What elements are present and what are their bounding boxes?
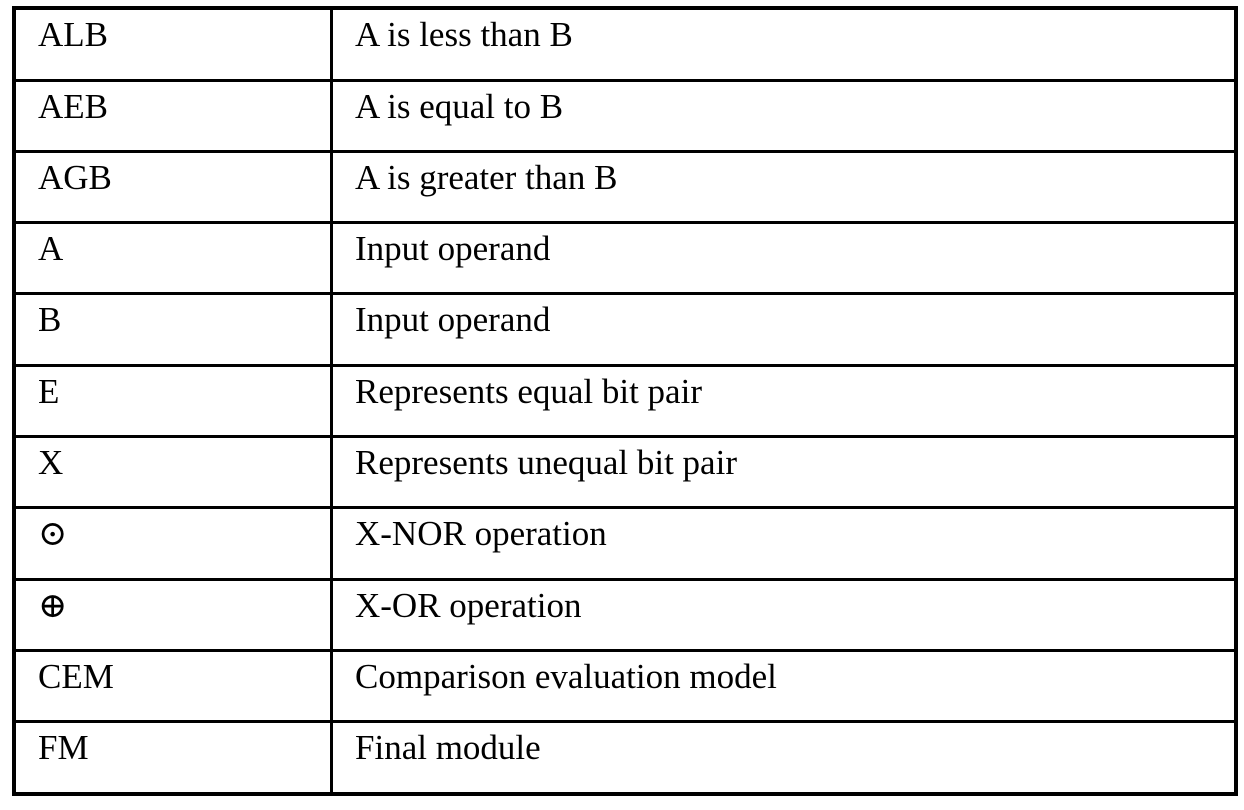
abbreviation-cell: X (12, 435, 333, 510)
abbreviation-cell: ⊕ (12, 577, 333, 653)
abbreviation-cell: AEB (12, 78, 333, 153)
abbreviation-cell: CEM (12, 649, 333, 724)
description-cell: A is less than B (330, 6, 1238, 82)
abbreviation-cell: B (12, 292, 333, 367)
description-cell: Represents unequal bit pair (330, 435, 1238, 510)
description-cell: X-OR operation (330, 577, 1238, 653)
abbreviation-cell: FM (12, 720, 333, 796)
abbreviation-cell: AGB (12, 149, 333, 225)
description-cell: Comparison evaluation model (330, 649, 1238, 724)
description-cell: A is greater than B (330, 149, 1238, 225)
description-cell: A is equal to B (330, 78, 1238, 153)
table-row: ⊙X-NOR operation (12, 506, 1238, 581)
abbreviation-cell: A (12, 221, 333, 296)
description-cell: Represents equal bit pair (330, 363, 1238, 439)
description-cell: Final module (330, 720, 1238, 796)
abbreviation-cell: E (12, 363, 333, 439)
description-cell: Input operand (330, 221, 1238, 296)
abbreviation-cell: ALB (12, 6, 333, 82)
description-cell: Input operand (330, 292, 1238, 367)
table-row: ⊕X-OR operation (12, 577, 1238, 653)
abbreviation-cell: ⊙ (12, 506, 333, 581)
description-cell: X-NOR operation (330, 506, 1238, 581)
